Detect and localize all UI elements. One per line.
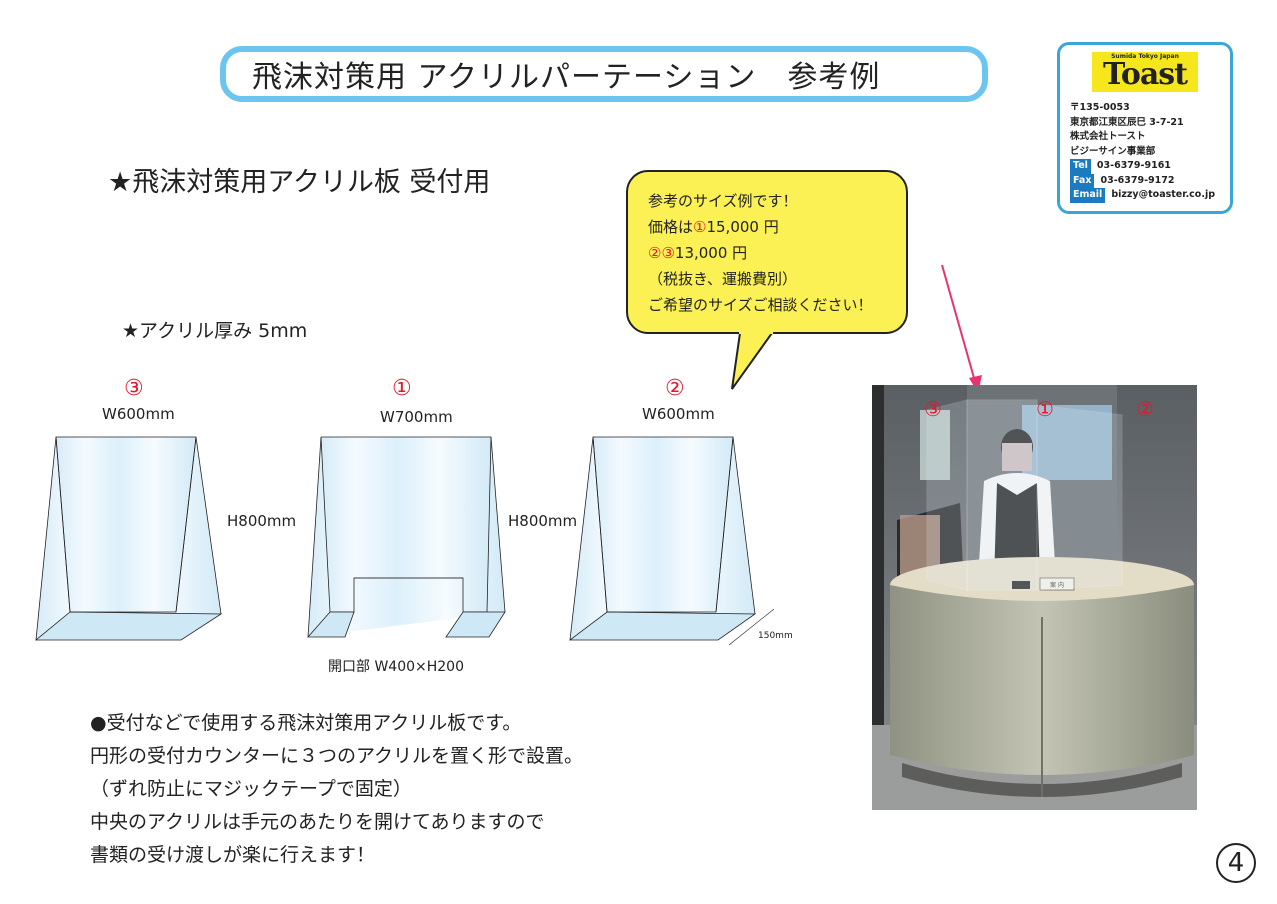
description-line: （ずれ防止にマジックテープで固定） xyxy=(90,778,412,800)
panel-3-drawing xyxy=(34,436,223,641)
panel-3-number: ③ xyxy=(124,376,144,401)
bubble-line-3: ②③13,000 円 xyxy=(648,244,748,262)
thickness-note: ★アクリル厚み 5mm xyxy=(122,320,308,342)
tel-number: 03-6379-9161 xyxy=(1096,160,1171,171)
bubble-line-5: ご希望のサイズご相談ください！ xyxy=(648,296,873,314)
panel-height-label: H800mm xyxy=(227,512,297,530)
arrow-pointer xyxy=(941,264,977,386)
counter-sign: 案 内 xyxy=(1050,581,1064,589)
company-info-box: Sumida Tokyo Japan Toast 〒135-0053 東京都江東… xyxy=(1057,42,1233,214)
description-line: ●受付などで使用する飛沫対策用アクリル板です。 xyxy=(90,712,522,734)
panel-1-number: ① xyxy=(392,376,412,401)
postal-code: 〒135-0053 xyxy=(1070,102,1130,113)
company-name: 株式会社トースト xyxy=(1070,131,1146,142)
bubble-line-4: （税抜き、運搬費別） xyxy=(648,270,797,288)
tel-row: Tel 03-6379-9161 xyxy=(1070,159,1215,174)
section-subtitle: ★飛沫対策用アクリル板 受付用 xyxy=(108,167,491,198)
panel-1-width: W700mm xyxy=(380,408,453,426)
reception-counter-photo: 案 内 ③ ① ② xyxy=(872,385,1197,810)
bubble-line-1: 参考のサイズ例です！ xyxy=(648,192,798,210)
title-box: 飛沫対策用 アクリルパーテーション 参考例 xyxy=(220,46,988,102)
panel-2-drawing xyxy=(568,436,775,646)
photo-panel-3-label: ③ xyxy=(924,397,942,421)
fax-number: 03-6379-9172 xyxy=(1100,174,1175,186)
logo: Sumida Tokyo Japan Toast xyxy=(1092,52,1198,92)
panel-2-number: ② xyxy=(665,376,685,401)
description-line: 中央のアクリルは手元のあたりを開けてありますので xyxy=(90,811,545,833)
fax-label: Fax xyxy=(1070,173,1095,188)
depth-label: 150mm xyxy=(758,631,793,641)
description-line: 円形の受付カウンターに３つのアクリルを置く形で設置。 xyxy=(90,745,584,767)
panel-2-width: W600mm xyxy=(642,405,715,423)
address: 東京都江東区辰巳 3-7-21 xyxy=(1070,116,1184,128)
circled-number: ②③ xyxy=(648,244,675,262)
logo-tagline: Sumida Tokyo Japan xyxy=(1111,53,1179,60)
description-line: 書類の受け渡しが楽に行えます！ xyxy=(90,844,376,866)
photo-panel-1-label: ① xyxy=(1036,397,1054,421)
page-number: 4 xyxy=(1216,843,1256,883)
photo-illustration: 案 内 xyxy=(872,385,1197,810)
division: ビジーサイン事業部 xyxy=(1070,145,1156,157)
email-address: bizzy@toaster.co.jp xyxy=(1111,189,1216,200)
page-title: 飛沫対策用 アクリルパーテーション 参考例 xyxy=(252,60,881,95)
photo-panel-2-label: ② xyxy=(1136,397,1154,421)
opening-caption: 開口部 W400×H200 xyxy=(328,659,464,675)
fax-row: Fax 03-6379-9172 xyxy=(1070,173,1215,188)
bubble-line-2: 価格は①15,000 円 xyxy=(648,218,779,236)
panel-height-label: H800mm xyxy=(508,512,578,530)
tel-label: Tel xyxy=(1070,159,1091,174)
bubble-tail xyxy=(731,325,773,390)
company-address-block: 〒135-0053 東京都江東区辰巳 3-7-21 株式会社トースト ビジーサイ… xyxy=(1070,101,1215,203)
email-label: Email xyxy=(1070,188,1106,203)
email-row: Email bizzy@toaster.co.jp xyxy=(1070,188,1215,203)
description-block: ●受付などで使用する飛沫対策用アクリル板です。 円形の受付カウンターに３つのアク… xyxy=(90,707,583,872)
panel-1-drawing xyxy=(307,436,506,638)
circled-number: ① xyxy=(693,218,707,236)
logo-wordmark: Toast xyxy=(1102,57,1188,92)
panel-3-width: W600mm xyxy=(102,405,175,423)
